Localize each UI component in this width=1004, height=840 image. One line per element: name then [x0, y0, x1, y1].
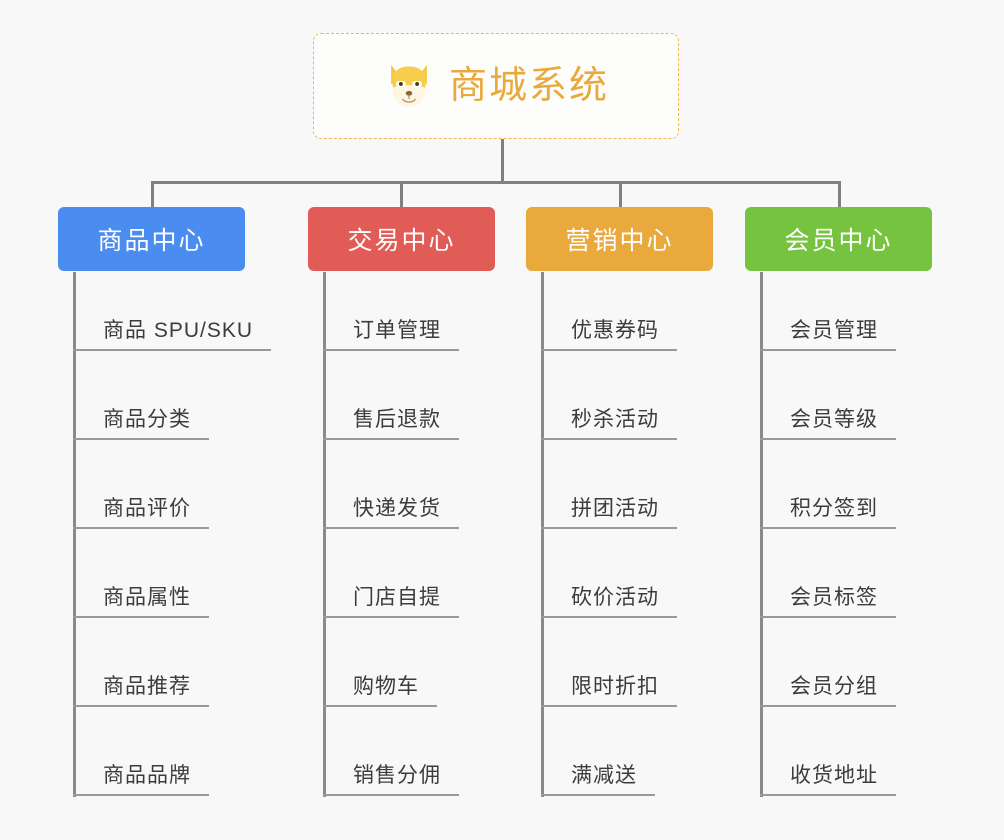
leaf-item[interactable]: 限时折扣 — [541, 675, 677, 708]
category-label-2: 交易中心 — [347, 227, 456, 255]
category-label-4: 会员中心 — [784, 227, 893, 255]
category-label-1: 商品中心 — [97, 227, 206, 255]
leaf-item-label: 快递发货 — [353, 497, 441, 520]
shiba-dog-icon — [391, 64, 427, 108]
leaf-item[interactable]: 会员分组 — [760, 675, 896, 708]
leaf-item[interactable]: 积分签到 — [760, 497, 896, 530]
leaf-item-label: 商品 SPU/SKU — [103, 319, 254, 342]
leaf-item[interactable]: 商品评价 — [73, 497, 209, 530]
column-spine-1 — [73, 272, 76, 797]
leaf-item[interactable]: 购物车 — [323, 675, 437, 708]
leaf-item[interactable]: 门店自提 — [323, 586, 459, 619]
leaf-item[interactable]: 砍价活动 — [541, 586, 677, 619]
connector-drop-3 — [619, 181, 622, 208]
leaf-item-label: 砍价活动 — [571, 586, 659, 609]
leaf-item-label: 购物车 — [353, 675, 419, 698]
connector-drop-1 — [151, 181, 154, 208]
leaf-item[interactable]: 商品分类 — [73, 408, 209, 441]
leaf-item-label: 售后退款 — [353, 408, 441, 431]
connector-root-stem — [501, 139, 504, 183]
root-node-label: 商城系统 — [448, 65, 609, 107]
leaf-item-label: 商品推荐 — [103, 675, 191, 698]
leaf-item-label: 会员分组 — [790, 675, 878, 698]
column-spine-3 — [541, 272, 544, 797]
leaf-item[interactable]: 销售分佣 — [323, 764, 459, 797]
leaf-item-label: 商品评价 — [103, 497, 191, 520]
leaf-item[interactable]: 会员管理 — [760, 319, 896, 352]
category-box-4[interactable]: 会员中心 — [745, 207, 932, 271]
leaf-item-label: 会员管理 — [790, 319, 878, 342]
leaf-item-label: 会员标签 — [790, 586, 878, 609]
category-box-2[interactable]: 交易中心 — [308, 207, 495, 271]
leaf-item-label: 商品品牌 — [103, 764, 191, 787]
leaf-item[interactable]: 秒杀活动 — [541, 408, 677, 441]
leaf-item[interactable]: 会员等级 — [760, 408, 896, 441]
leaf-item-label: 收货地址 — [790, 764, 878, 787]
leaf-item[interactable]: 快递发货 — [323, 497, 459, 530]
leaf-item[interactable]: 收货地址 — [760, 764, 896, 797]
leaf-item-label: 订单管理 — [353, 319, 441, 342]
connector-drop-2 — [400, 181, 403, 208]
leaf-item-label: 销售分佣 — [353, 764, 441, 787]
leaf-item[interactable]: 订单管理 — [323, 319, 459, 352]
leaf-item-label: 商品属性 — [103, 586, 191, 609]
root-node[interactable]: 商城系统 — [313, 33, 679, 139]
leaf-item-label: 限时折扣 — [571, 675, 659, 698]
leaf-item[interactable]: 商品属性 — [73, 586, 209, 619]
category-box-3[interactable]: 营销中心 — [526, 207, 713, 271]
connector-horizontal-bus — [151, 181, 841, 184]
leaf-item-label: 拼团活动 — [571, 497, 659, 520]
leaf-item[interactable]: 售后退款 — [323, 408, 459, 441]
leaf-item[interactable]: 优惠券码 — [541, 319, 677, 352]
leaf-item-label: 门店自提 — [353, 586, 441, 609]
leaf-item[interactable]: 商品推荐 — [73, 675, 209, 708]
category-box-1[interactable]: 商品中心 — [58, 207, 245, 271]
leaf-item[interactable]: 满减送 — [541, 764, 655, 797]
category-label-3: 营销中心 — [565, 227, 674, 255]
connector-drop-4 — [838, 181, 841, 208]
leaf-item-label: 满减送 — [571, 764, 637, 787]
leaf-item[interactable]: 商品品牌 — [73, 764, 209, 797]
column-spine-4 — [760, 272, 763, 797]
leaf-item-label: 秒杀活动 — [571, 408, 659, 431]
leaf-item-label: 会员等级 — [790, 408, 878, 431]
column-spine-2 — [323, 272, 326, 797]
leaf-item-label: 优惠券码 — [571, 319, 659, 342]
leaf-item[interactable]: 拼团活动 — [541, 497, 677, 530]
leaf-item-label: 积分签到 — [790, 497, 878, 520]
leaf-item[interactable]: 商品 SPU/SKU — [73, 319, 272, 352]
leaf-item-label: 商品分类 — [103, 408, 191, 431]
leaf-item[interactable]: 会员标签 — [760, 586, 896, 619]
